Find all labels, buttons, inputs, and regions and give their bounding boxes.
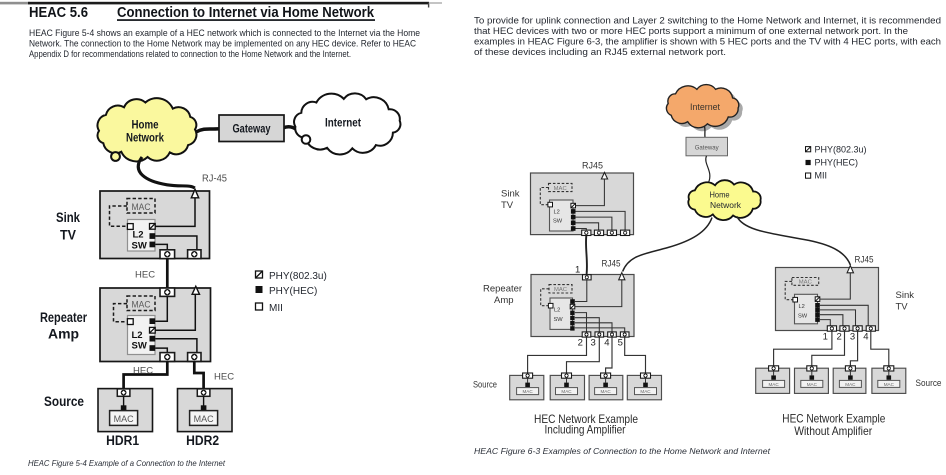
svg-text:MAC: MAC <box>600 389 611 394</box>
svg-text:MAC: MAC <box>132 202 151 213</box>
svg-text:Repeater: Repeater <box>483 284 522 295</box>
svg-text:MAC: MAC <box>194 414 214 425</box>
svg-text:SW: SW <box>798 314 808 320</box>
svg-text:MAC: MAC <box>114 414 134 425</box>
svg-text:2: 2 <box>837 332 842 343</box>
svg-text:Source: Source <box>916 378 942 389</box>
svg-text:Internet: Internet <box>690 102 720 112</box>
svg-text:2: 2 <box>578 338 583 349</box>
svg-text:MAC: MAC <box>640 389 651 394</box>
svg-text:Home: Home <box>710 190 730 200</box>
svg-text:HEC: HEC <box>214 372 234 383</box>
svg-text:MAC: MAC <box>799 280 812 286</box>
svg-text:L2: L2 <box>133 230 144 241</box>
svg-text:MAC: MAC <box>561 389 572 394</box>
svg-text:SW: SW <box>132 341 147 352</box>
svg-text:Amp: Amp <box>494 295 514 306</box>
svg-text:RJ45: RJ45 <box>582 160 603 171</box>
svg-text:MAC: MAC <box>807 382 818 387</box>
svg-text:Internet: Internet <box>325 118 361 130</box>
svg-text:MAC: MAC <box>554 186 567 192</box>
svg-text:HEC Network Example: HEC Network Example <box>782 412 885 426</box>
svg-text:MAC: MAC <box>522 389 533 394</box>
svg-text:RJ45: RJ45 <box>602 259 621 270</box>
svg-text:MAC: MAC <box>768 382 779 387</box>
svg-text:Sink: Sink <box>896 290 915 301</box>
svg-text:examples in HEAC Figure 6-3, t: examples in HEAC Figure 6-3, the amplifi… <box>474 35 941 46</box>
svg-text:1: 1 <box>575 264 580 275</box>
svg-text:of these devices including an: of these devices including an RJ45 exter… <box>474 46 726 57</box>
svg-text:1: 1 <box>823 332 828 343</box>
svg-text:RJ45: RJ45 <box>855 254 874 265</box>
svg-text:TV: TV <box>501 200 514 211</box>
svg-text:Appendix D for recommendations: Appendix D for recommendations related t… <box>29 48 351 59</box>
svg-text:MAC: MAC <box>132 299 151 310</box>
svg-text:MAC: MAC <box>884 382 895 387</box>
svg-text:HEC: HEC <box>133 366 153 377</box>
svg-text:SW: SW <box>553 219 563 225</box>
svg-text:Connection to Internet via Hom: Connection to Internet via Home Network <box>117 5 375 21</box>
svg-text:4: 4 <box>604 338 609 349</box>
svg-text:Including Amplifier: Including Amplifier <box>545 423 626 437</box>
svg-text:RJ-45: RJ-45 <box>202 174 227 185</box>
svg-text:PHY(802.3u): PHY(802.3u) <box>815 144 867 154</box>
svg-text:HDR2: HDR2 <box>186 433 219 448</box>
svg-text:L2: L2 <box>554 210 560 216</box>
svg-text:Source: Source <box>473 380 497 391</box>
svg-text:MAC: MAC <box>554 287 567 293</box>
svg-text:that HEC devices with two or m: that HEC devices with two or more HEC po… <box>474 25 908 36</box>
svg-text:HEC Network Example: HEC Network Example <box>534 412 638 426</box>
svg-text:5: 5 <box>618 338 623 349</box>
svg-text:Network: Network <box>710 200 742 210</box>
svg-text:Repeater: Repeater <box>40 310 88 325</box>
svg-text:SW: SW <box>132 241 147 252</box>
svg-text:Sink: Sink <box>501 189 520 200</box>
svg-text:Source: Source <box>44 394 84 409</box>
svg-text:TV: TV <box>896 302 909 313</box>
svg-text:L2: L2 <box>554 308 560 314</box>
svg-text:Amp: Amp <box>48 327 79 342</box>
svg-text:L2: L2 <box>799 304 805 310</box>
svg-text:PHY(802.3u): PHY(802.3u) <box>269 271 327 282</box>
svg-text:HEAC Figure 5-4 shows an examp: HEAC Figure 5-4 shows an example of a HE… <box>29 27 420 38</box>
svg-text:Home: Home <box>132 120 159 132</box>
svg-text:HEAC 5.6: HEAC 5.6 <box>29 5 88 21</box>
svg-text:MAC: MAC <box>845 382 856 387</box>
svg-text:TV: TV <box>60 228 76 243</box>
svg-text:Sink: Sink <box>56 210 80 225</box>
svg-text:HEAC Figure 5-4 Example of a C: HEAC Figure 5-4 Example of a Connection … <box>28 458 226 468</box>
svg-text:Network: Network <box>126 133 165 145</box>
svg-text:PHY(HEC): PHY(HEC) <box>815 158 859 168</box>
svg-text:3: 3 <box>591 338 596 349</box>
svg-text:L2: L2 <box>132 330 143 341</box>
svg-text:Gateway: Gateway <box>695 144 720 151</box>
svg-text:HDR1: HDR1 <box>106 433 139 448</box>
svg-text:3: 3 <box>850 332 855 343</box>
svg-text:PHY(HEC): PHY(HEC) <box>269 286 317 297</box>
svg-text:Without Amplifier: Without Amplifier <box>794 424 872 438</box>
svg-text:Gateway: Gateway <box>233 124 271 136</box>
svg-text:To provide for uplink connecti: To provide for uplink connection and Lay… <box>474 14 941 25</box>
svg-text:4: 4 <box>863 332 868 343</box>
svg-text:SW: SW <box>554 317 564 323</box>
svg-text:MII: MII <box>815 171 828 181</box>
svg-text:HEAC Figure 6-3 Examples of Co: HEAC Figure 6-3 Examples of Connection t… <box>474 446 771 456</box>
svg-text:Network. The connection to the: Network. The connection to the Home Netw… <box>29 38 416 49</box>
svg-text:HEC: HEC <box>135 270 155 281</box>
svg-text:MII: MII <box>269 303 283 314</box>
